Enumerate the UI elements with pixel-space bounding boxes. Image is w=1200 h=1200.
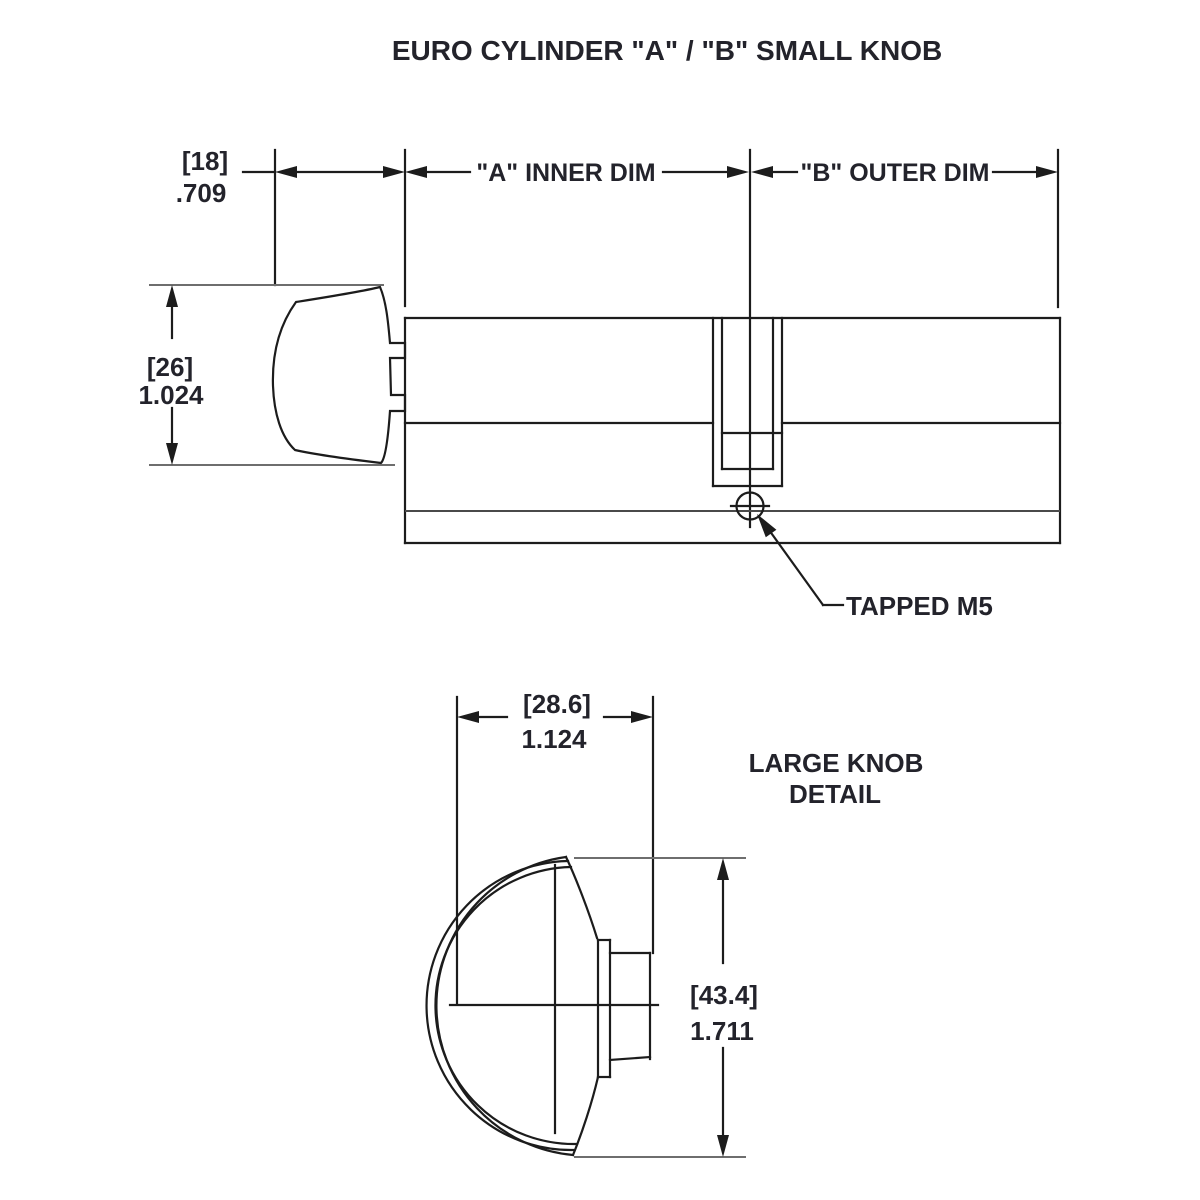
large-knob-outline (425, 855, 660, 1157)
cylinder-body (403, 316, 1062, 545)
dim-286-metric: [28.6] (523, 689, 591, 719)
small-knob-outline (271, 285, 407, 465)
dim-434-lines (574, 857, 746, 1158)
tapped-hole-symbol (729, 491, 771, 521)
dim-18-inch: .709 (176, 178, 227, 208)
leader-arrow (757, 514, 845, 607)
cam-slot (711, 316, 784, 488)
dim-18-metric: [18] (182, 146, 228, 176)
dim-434-inch: 1.711 (690, 1016, 754, 1046)
large-knob-heading-2: DETAIL (789, 779, 881, 809)
dim-26-lines (166, 285, 178, 465)
drawing-title: EURO CYLINDER "A" / "B" SMALL KNOB (392, 35, 942, 66)
dim-26-metric: [26] (147, 352, 193, 382)
dim-434-metric: [43.4] (690, 980, 758, 1010)
dim-26-inch: 1.024 (138, 380, 204, 410)
dim-286-lines (455, 695, 655, 1005)
dim-286-inch: 1.124 (521, 724, 587, 754)
horizontal-dimension-lines (241, 166, 1058, 178)
dim-a-inner-label: "A" INNER DIM (476, 159, 655, 187)
extension-lines-upper (149, 148, 1060, 529)
large-knob-heading-1: LARGE KNOB (749, 748, 924, 778)
tapped-m5-label: TAPPED M5 (846, 591, 993, 621)
dim-b-outer-label: "B" OUTER DIM (801, 159, 990, 187)
